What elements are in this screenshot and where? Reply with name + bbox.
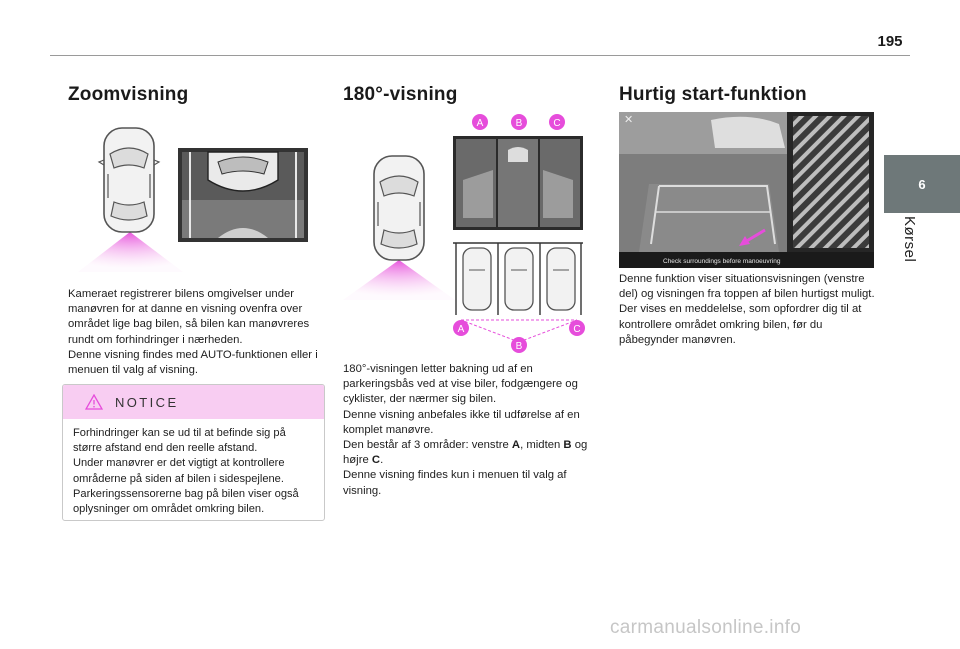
close-icon: ✕ [624, 114, 633, 126]
label-badges-bottom: A B C [453, 320, 585, 353]
chapter-number: 6 [918, 176, 926, 192]
section-title-180: 180°-visning [343, 84, 458, 105]
notice-body: Forhindringer kan se ud til at befinde s… [63, 419, 324, 517]
notice-title: NOTICE [115, 394, 179, 410]
quick-start-description: Denne funktion viser situationsvisningen… [619, 272, 879, 348]
zoom-description: Kameraet registrerer bilens omgivelser u… [68, 287, 330, 378]
180-description: 180°-visningen letter bakning ud af en p… [343, 362, 598, 499]
paragraph: 180°-visningen letter bakning ud af en p… [343, 363, 578, 406]
warning-triangle-icon [85, 394, 103, 410]
section-title-zoom: Zoomvisning [68, 84, 189, 105]
paragraph: Der vises en meddelelse, som opfordrer d… [619, 303, 862, 346]
badge-label: C [573, 324, 580, 335]
paragraph: Denne visning findes kun i menuen til va… [343, 469, 567, 497]
paragraph: Under manøvrer er det vigtigt at kontrol… [73, 457, 285, 485]
badge-label: B [516, 118, 523, 129]
paragraph: Parkeringssensorerne bag på bilen viser … [73, 487, 299, 516]
parking-bays [453, 242, 583, 315]
notice-box: NOTICE Forhindringer kan se ud til at be… [62, 384, 325, 521]
notice-header: NOTICE [63, 385, 324, 419]
camera-range-shape [343, 260, 455, 300]
header-divider [50, 55, 910, 56]
zoom-camera-screen [178, 148, 308, 242]
watermark: carmanualsonline.info [610, 617, 802, 638]
180-camera-screen [453, 136, 583, 230]
paragraph: Den består af 3 områder: venstre A, midt… [343, 439, 588, 467]
car-top-icon [97, 127, 161, 233]
paragraph: Denne visning findes med AUTO-funktionen… [68, 348, 318, 377]
badge-label: C [553, 118, 560, 129]
paragraph: Denne visning anbefales ikke til udførel… [343, 408, 580, 436]
screen-message: Check surroundings before manoeuvring [663, 258, 781, 265]
section-title-quick-start: Hurtig start-funktion [619, 84, 807, 105]
badge-label: A [477, 118, 484, 129]
chapter-label: Kørsel [901, 216, 918, 263]
chapter-tab[interactable]: 6 [884, 155, 960, 213]
view-angle-lines [460, 319, 578, 343]
label-badges-top: A B C [472, 114, 565, 130]
quick-start-screen: ✕ Check surroundings before manoeuvring [619, 112, 874, 268]
camera-range-shape [78, 232, 183, 272]
badge-label: B [516, 341, 523, 352]
paragraph: Forhindringer kan se ud til at befinde s… [73, 427, 286, 455]
paragraph: Kameraet registrerer bilens omgivelser u… [68, 288, 310, 346]
180-view-illustration: A B C A B C [343, 114, 585, 353]
car-top-icon [373, 155, 425, 261]
page-number: 195 [877, 33, 903, 50]
zoom-view-illustration [78, 127, 308, 272]
paragraph: Denne funktion viser situationsvisningen… [619, 273, 875, 301]
badge-label: A [458, 324, 465, 335]
